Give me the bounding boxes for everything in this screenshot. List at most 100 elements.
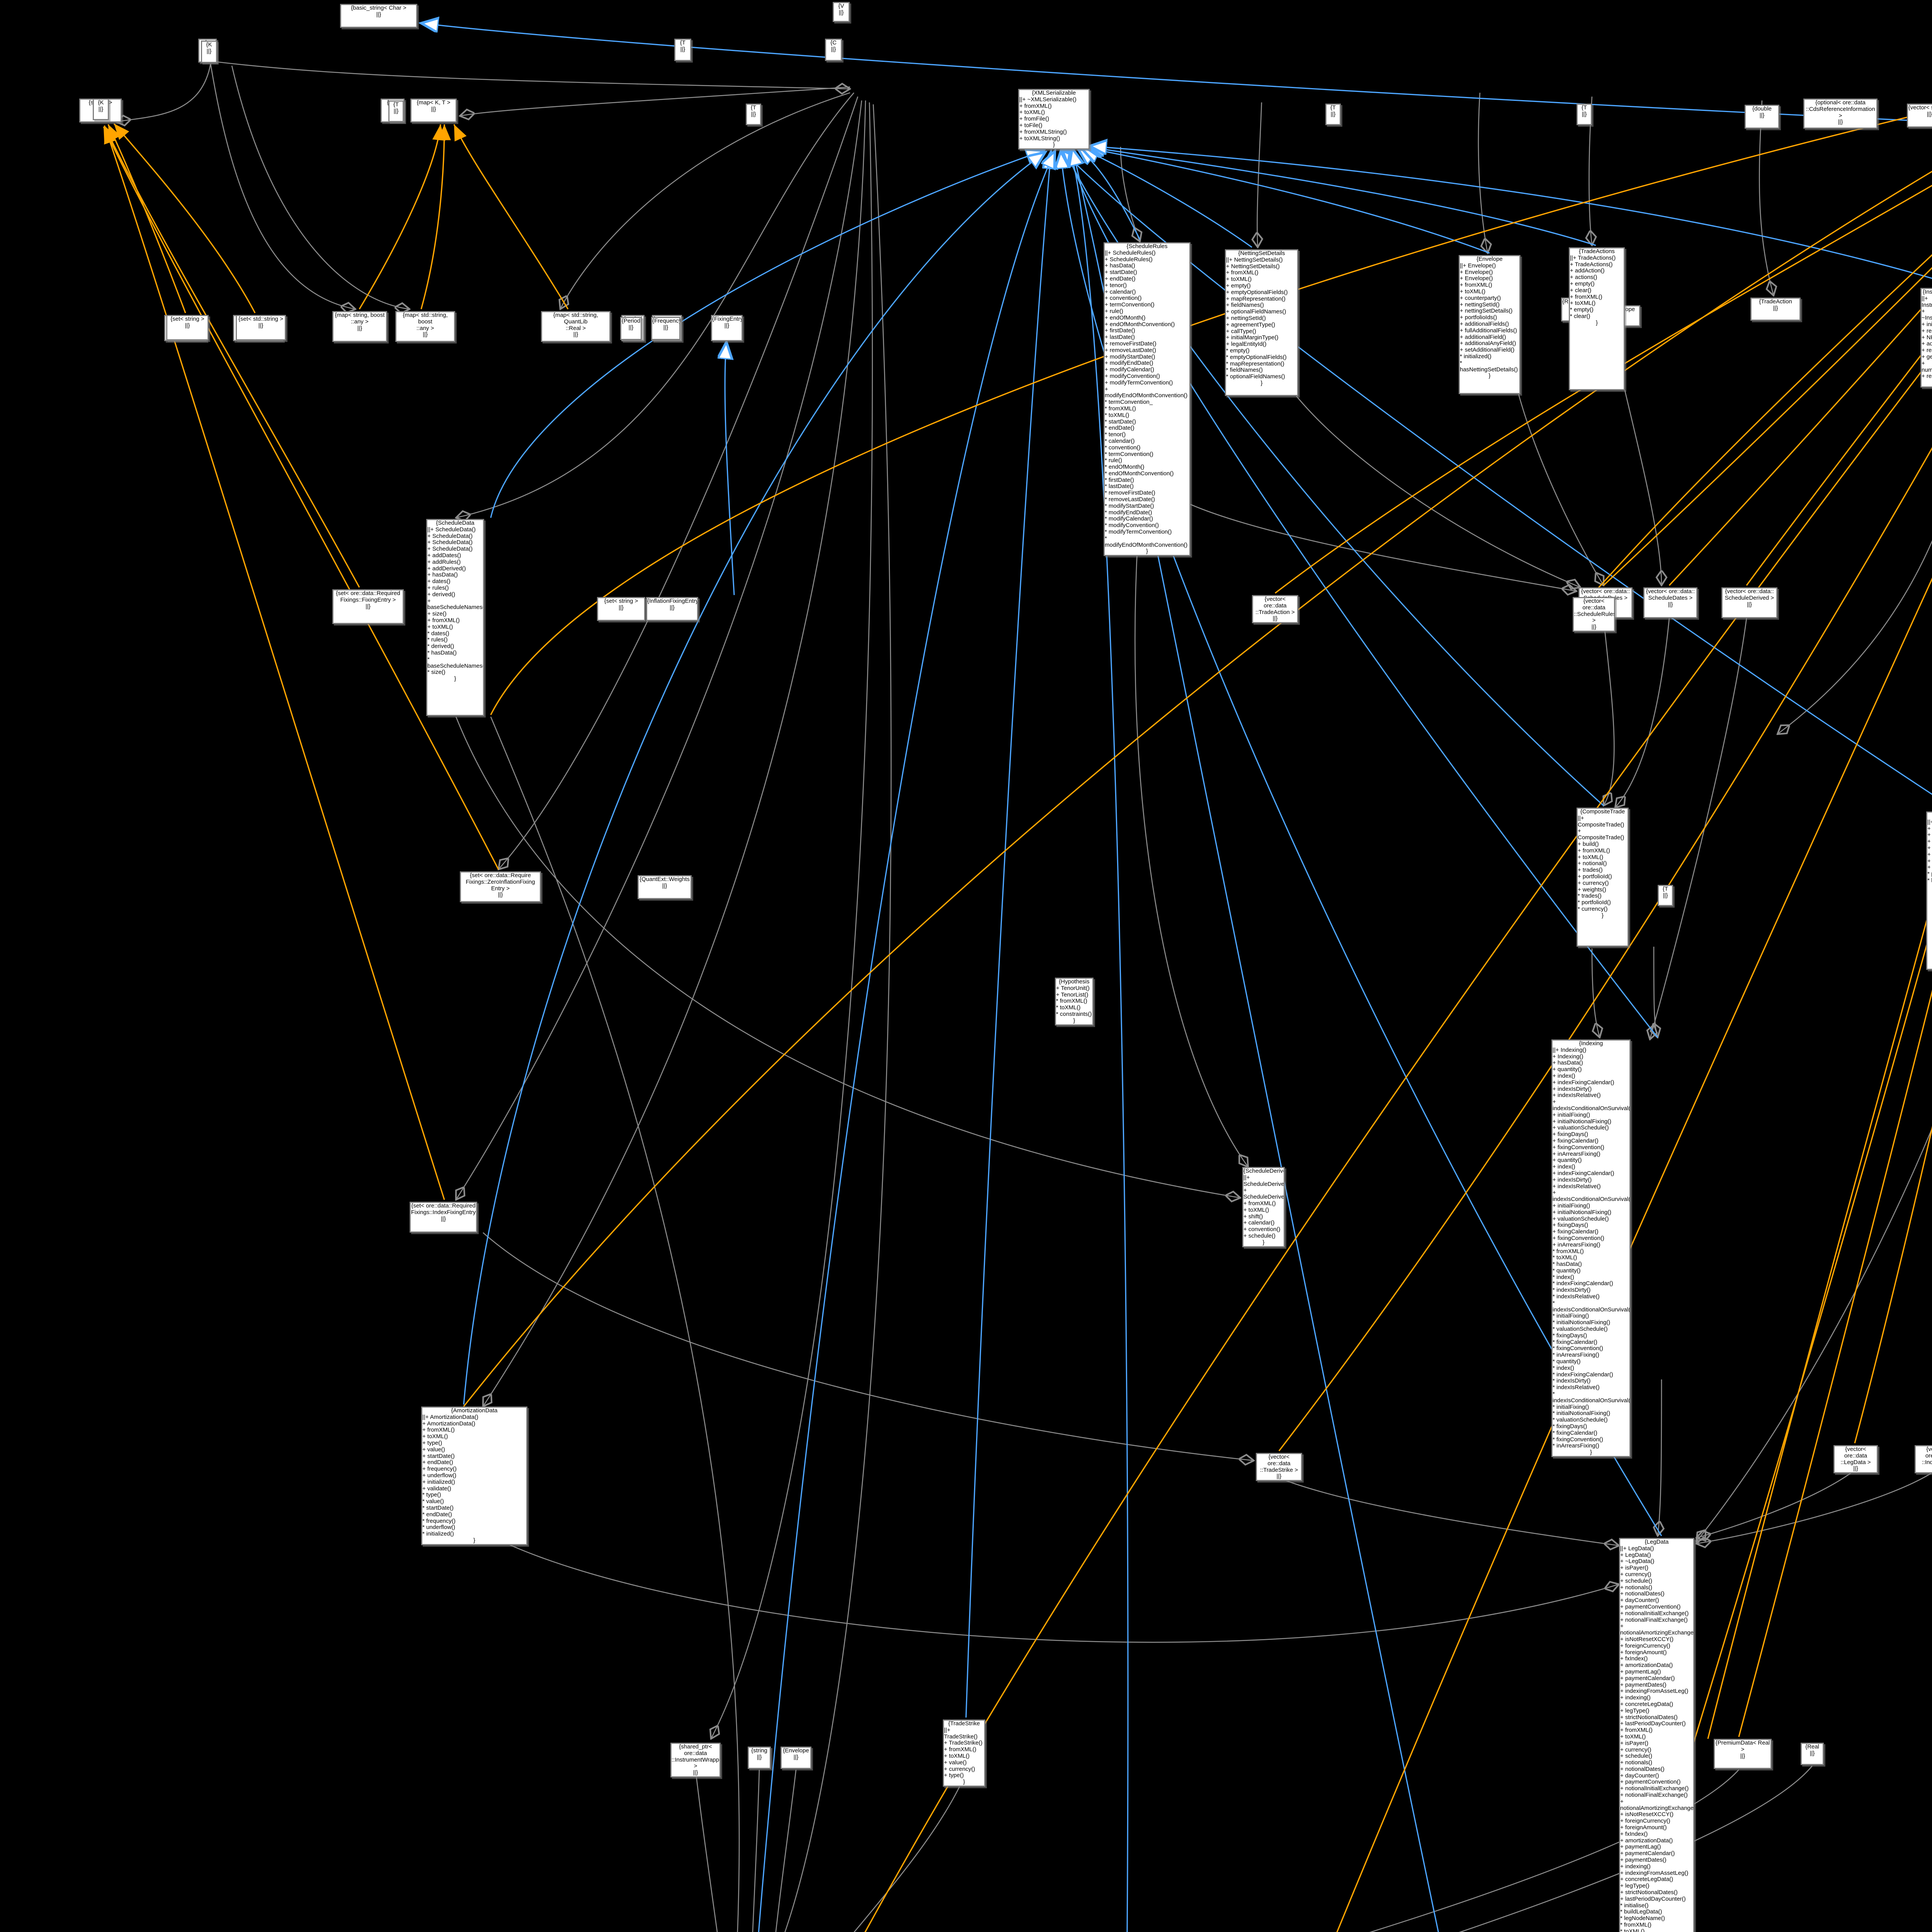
class-node-title: {Envelope ||} [783, 1747, 809, 1760]
class-node-r3d[interactable]: {Frequency ||} [651, 317, 680, 340]
class-node-set_last[interactable]: {Real ||} [1801, 1743, 1824, 1765]
class-node-closer: } [1595, 319, 1598, 326]
class-node-rightSimA[interactable]: {vector< ore::data ::TradeAction > ||} [1252, 595, 1298, 624]
class-node-r3c[interactable]: {Period ||} [620, 317, 642, 340]
class-node-ZeroInflationFixingEntry[interactable]: {set< ore::data::Require Fixings::ZeroIn… [460, 871, 541, 902]
class-node-NodeC2[interactable]: {ScheduleDerived||+ ScheduleDerived() + … [1242, 1167, 1285, 1247]
class-node-title: {set< std::string > ||} [238, 316, 283, 329]
class-node-vector_string[interactable]: {vector< string > ||} [1907, 104, 1932, 128]
class-node-FixingEntry[interactable]: {FixingEntry ||} [711, 315, 743, 341]
class-node-title: {ScheduleData [436, 520, 474, 526]
class-node-members: ||+ ScheduleDerived() + ScheduleDerived(… [1243, 1174, 1284, 1239]
class-node-set_IndexFixings[interactable]: {set< ore::data::Required Fixings::Index… [410, 1202, 477, 1233]
class-node-rightSimD[interactable]: {vector< ore::data ::TradeStrike > ||} [1256, 1453, 1302, 1481]
class-node-r2a[interactable]: {K ||} [93, 99, 109, 120]
class-node-rightSimF[interactable]: {vector< ore::data ::Indexing > ||} [1915, 1445, 1932, 1474]
class-node-QuantExtMapMember[interactable]: {QuantExt::Weights ||} [638, 875, 692, 899]
class-node-r3b[interactable]: {set< std::string > ||} [236, 315, 286, 340]
class-node-TradeAction[interactable]: {TradeAction ||} [1750, 298, 1801, 321]
class-node-map_stdstring_boost_any[interactable]: {map< std::string, boost ::any > ||} [395, 311, 455, 342]
class-node-r2c[interactable]: {T ||} [746, 104, 761, 125]
class-node-ScheduleRules[interactable]: {ScheduleRules||+ ScheduleRules() + Sche… [1104, 242, 1190, 556]
class-node-map_K_T[interactable]: {map< K, T > ||} [410, 99, 457, 122]
class-node-title: {K ||} [98, 99, 104, 112]
class-node-r2e[interactable]: {T ||} [1577, 104, 1592, 125]
class-node-title: {vector< ore::data ::TradeStrike > ||} [1260, 1454, 1298, 1480]
class-node-NettingSetDetails[interactable]: {NettingSetDetails||+ NettingSetDetails(… [1225, 249, 1298, 396]
class-node-InstrumentWrapper[interactable]: {InstrumentWrapper||+ InstrumentWrapper(… [1920, 288, 1932, 388]
class-node-set_string_mid[interactable]: {set< string > ||} [597, 597, 645, 621]
class-node-vector_ScheduleDerived[interactable]: {vector< ore::data:: ScheduleDerived > |… [1721, 587, 1777, 618]
class-node-double[interactable]: {double ||} [1745, 105, 1779, 129]
class-node-closer: } [963, 1779, 965, 1786]
class-node-title: {T ||} [1581, 104, 1587, 117]
class-node-members: ||+ AmortizationData() + AmortizationDat… [422, 1413, 478, 1537]
class-node-ScheduleData[interactable]: {ScheduleData||+ ScheduleData() + Schedu… [426, 519, 484, 716]
class-node-title: {ScheduleDerived [1243, 1168, 1284, 1174]
class-node-BaseTradeData[interactable]: {shared_ptr< ore::data ::InstrumentWrapp… [670, 1743, 721, 1777]
class-node-title: {LegData [1645, 1539, 1669, 1545]
class-node-members: ||+ PremiumData() + PremiumData() + Prem… [1927, 818, 1932, 884]
class-node-title: {TradeAction ||} [1759, 298, 1792, 311]
class-node-Envelope_big[interactable]: {Envelope||+ Envelope() + Envelope() + E… [1459, 255, 1520, 394]
class-node-members: ||+ TradeActions() + TradeActions() + ad… [1570, 254, 1616, 320]
class-node-title: {vector< string > ||} [1908, 104, 1932, 117]
class-node-optional_CdsReferenceInformation[interactable]: {optional< ore::data ::CdsReferenceInfor… [1803, 99, 1878, 129]
class-node-title: {Frequency ||} [652, 318, 680, 331]
class-node-title: {V ||} [838, 3, 844, 16]
class-node-title: {vector< ore::data ::Indexing > ||} [1922, 1446, 1932, 1466]
class-node-title: {AmortizationData [451, 1407, 498, 1414]
class-node-title: {T ||} [750, 104, 757, 117]
class-node-members: ||+ ScheduleRules() + ScheduleRules() + … [1105, 249, 1188, 548]
class-node-set_RequiredFixings_FixingEntry[interactable]: {set< ore::data::Required Fixings::Fixin… [332, 589, 404, 624]
class-node-title: {T ||} [1662, 886, 1668, 899]
class-node-members: ||+ Indexing() + Indexing() + hasData() … [1553, 1046, 1631, 1449]
class-node-closer: } [1053, 141, 1055, 148]
class-node-shared_ptr_TradeAction[interactable]: {string ||} [748, 1747, 771, 1769]
class-node-map_stdstring_QuantLibReal[interactable]: {map< std::string, QuantLib ::Real > ||} [541, 311, 611, 342]
class-node-title: {InflationFixingEntry ||} [647, 598, 698, 611]
class-node-InflationFixingEntry_c[interactable]: {InflationFixingEntry ||} [646, 597, 698, 621]
class-node-title: {Period ||} [621, 318, 641, 331]
class-node-title: {PremiumData< Real > ||} [1715, 1740, 1770, 1759]
class-node-r3a[interactable]: {set< string > ||} [166, 315, 209, 340]
class-node-TradeActions[interactable]: {TradeActions||+ TradeActions() + TradeA… [1569, 247, 1625, 390]
class-node-closer: } [1260, 379, 1263, 386]
class-node-RequiredFixings[interactable]: {PremiumData< Real > ||} [1714, 1739, 1772, 1769]
class-node-AmortizationData[interactable]: {AmortizationData||+ AmortizationData() … [421, 1406, 527, 1545]
class-node-Weights[interactable]: {CompositeTrade||+ CompositeTrade() + Co… [1577, 808, 1629, 947]
class-node-TradeStrike[interactable]: {TradeStrike||+ TradeStrike() + TradeStr… [943, 1719, 985, 1787]
class-node-title: {Hypothesis [1059, 978, 1090, 985]
class-node-title: {Real ||} [1805, 1743, 1819, 1757]
class-node-PremiumData[interactable]: {PremiumData||+ PremiumData() + PremiumD… [1926, 811, 1932, 970]
class-node-NodeC1[interactable]: {Hypothesis+ TenorUnit() + TenorList() *… [1055, 978, 1094, 1026]
class-node-title: {shared_ptr< ore::data ::InstrumentWrapp… [672, 1743, 721, 1776]
class-node-title: {vector< ore::data ::ScheduleRules > ||} [1574, 598, 1615, 631]
class-node-LegData[interactable]: {LegData||+ LegData() + LegData() + ~Leg… [1619, 1538, 1694, 1932]
class-node-title: {map< K, T > ||} [417, 99, 451, 112]
class-node-XMLSerializable[interactable]: {XMLSerializable||+ ~XMLSerializable() +… [1018, 89, 1090, 150]
class-node-vector_ScheduleDates[interactable]: {vector< ore::data:: ScheduleDates > ||} [1643, 587, 1697, 618]
class-node-tn3[interactable]: {C ||} [825, 39, 842, 61]
class-node-title: {InstrumentWrapper [1922, 289, 1932, 295]
class-node-members: ||+ InstrumentWrapper() + ~InstrumentWra… [1922, 295, 1932, 380]
class-node-title: {TradeActions [1579, 248, 1615, 255]
class-node-title: {CompositeTrade [1580, 808, 1625, 815]
class-node-rightSimE[interactable]: {vector< ore::data ::LegData > ||} [1833, 1445, 1878, 1474]
class-node-tn5[interactable]: {V ||} [833, 2, 850, 22]
class-node-title: {T ||} [393, 101, 399, 114]
class-node-title: {map< std::string, boost ::any > ||} [403, 312, 448, 338]
class-node-tn1[interactable]: {K ||} [201, 41, 217, 63]
class-node-basic_string_Char[interactable]: {basic_string< Char > ||} [340, 4, 417, 28]
class-node-map_string_boost_any[interactable]: {map< string, boost ::any > ||} [332, 311, 387, 342]
class-node-title: {NettingSetDetails [1238, 250, 1285, 257]
class-node-r2d[interactable]: {T ||} [1325, 104, 1341, 125]
class-node-tn2[interactable]: {T ||} [674, 39, 691, 61]
class-node-shared_ptr_Envelope[interactable]: {Envelope ||} [781, 1747, 811, 1769]
class-node-title: {set< ore::data::Required Fixings::Fixin… [336, 590, 400, 610]
class-node-r2b[interactable]: {T ||} [388, 100, 404, 122]
class-node-rightSimB[interactable]: {vector< ore::data ::ScheduleRules > ||} [1573, 597, 1615, 632]
class-node-OptionData[interactable]: {T ||} [1658, 885, 1673, 906]
class-node-BarrierData[interactable]: {Indexing||+ Indexing() + Indexing() + h… [1551, 1039, 1631, 1457]
class-node-members: ||+ Envelope() + Envelope() + Envelope()… [1460, 262, 1518, 373]
